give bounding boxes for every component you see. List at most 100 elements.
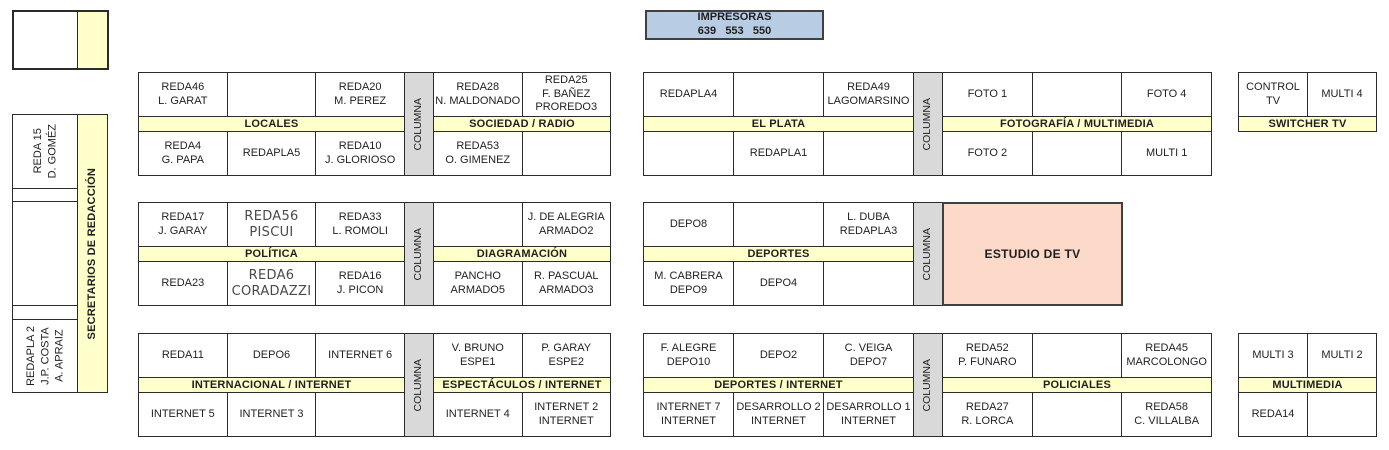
- columna-pillar: COLUMNA: [404, 202, 434, 306]
- printers-title: IMPRESORAS: [697, 11, 772, 24]
- columna-label: COLUMNA: [412, 358, 425, 412]
- desk-cell: CONTROL TV: [1239, 73, 1307, 116]
- desk-cell: DESARROLLO 1 INTERNET: [824, 393, 913, 436]
- desk-cell: DEPO2: [734, 334, 823, 377]
- desk-cell: P. GARAY ESPE2: [522, 334, 610, 377]
- desk-cell: M. CABRERA DEPO9: [644, 262, 733, 305]
- corner-desk-yellow-strip: [77, 12, 107, 68]
- desk-cell: REDA56 PISCUI: [227, 203, 316, 246]
- empty-desk-cell: [1032, 132, 1122, 175]
- desk-cell: REDAPLA 2 J.P. COSTA A. APRAIZ: [13, 320, 77, 392]
- printers-numbers: 639 553 550: [697, 25, 772, 37]
- desk-cell: INTERNET 2 INTERNET: [522, 393, 610, 436]
- desk-cell: DEPO6: [227, 334, 316, 377]
- desk-cell: MULTI 1: [1122, 132, 1211, 175]
- section-locales: REDA46 L. GARAT REDA20 M. PEREZ LOCALES …: [138, 72, 405, 176]
- desk-cell: REDA4 G. PAPA: [139, 132, 227, 175]
- sidebar-empty-desk: [13, 202, 77, 305]
- desk-cell: V. BRUNO ESPE1: [434, 334, 522, 377]
- desk-cell: FOTO 2: [943, 132, 1032, 175]
- columna-pillar: COLUMNA: [913, 333, 943, 437]
- desk-cell: REDA45 MARCOLONGO: [1122, 334, 1211, 377]
- corner-desk-box: [12, 10, 109, 70]
- desk-cell: INTERNET 4: [434, 393, 522, 436]
- desk-cell: C. VEIGA DEPO7: [824, 334, 913, 377]
- section-header-policiales: POLICIALES: [943, 378, 1211, 392]
- desk-cell: REDA20 M. PEREZ: [316, 73, 404, 116]
- tv-studio-area: ESTUDIO DE TV: [942, 202, 1123, 306]
- section-multimedia: MULTI 3 MULTI 2 MULTIMEDIA REDA14: [1238, 333, 1377, 437]
- desk-cell: INTERNET 6: [316, 334, 404, 377]
- section-fotografia-multimedia: FOTO 1 FOTO 4 FOTOGRAFÍA / MULTIMEDIA FO…: [942, 72, 1212, 176]
- desk-cell: MULTI 3: [1239, 334, 1307, 377]
- desk-cell: REDA14: [1239, 393, 1307, 436]
- desk-cell: PANCHO ARMADO5: [434, 262, 522, 305]
- desk-cell: REDA6 CORADAZZI: [227, 262, 316, 305]
- sidebar-spacer-cell: [13, 189, 77, 201]
- secretarios-label: SECRETARIOS DE REDACCIÓN: [86, 167, 99, 340]
- section-header-diagramacion: DIAGRAMACIÓN: [434, 247, 610, 261]
- section-sociedad-radio: REDA28 N. MALDONADO REDA25 F. BAÑEZ PROR…: [433, 72, 611, 176]
- empty-desk-cell: [734, 203, 823, 246]
- desk-cell: REDA17 J. GARAY: [139, 203, 227, 246]
- section-espectaculos-internet: V. BRUNO ESPE1 P. GARAY ESPE2 ESPECTÁCUL…: [433, 333, 611, 437]
- columna-label: COLUMNA: [412, 227, 425, 281]
- desk-cell: REDA25 F. BAÑEZ PROREDO3: [522, 73, 610, 116]
- desk-cell: REDA23: [139, 262, 227, 305]
- secretarios-strip: SECRETARIOS DE REDACCIÓN: [77, 114, 108, 393]
- section-politica: REDA17 J. GARAY REDA56 PISCUI REDA33 L. …: [138, 202, 405, 306]
- columna-pillar: COLUMNA: [913, 72, 943, 176]
- desk-cell: INTERNET 3: [227, 393, 316, 436]
- desk-cell: REDA10 J. GLORIOSO: [316, 132, 404, 175]
- desk-cell: REDA49 LAGOMARSINO: [824, 73, 913, 116]
- desk-cell: REDAPLA1: [734, 132, 823, 175]
- empty-desk-cell: [1308, 393, 1376, 436]
- desk-cell: MULTI 2: [1308, 334, 1376, 377]
- desk-cell: REDA11: [139, 334, 227, 377]
- section-header-switcher-tv: SWITCHER TV: [1239, 117, 1376, 131]
- desk-cell: F. ALEGRE DEPO10: [644, 334, 733, 377]
- desk-cell: FOTO 4: [1122, 73, 1211, 116]
- sidebar-spacer-cell: [13, 306, 77, 319]
- columna-label: COLUMNA: [921, 358, 934, 412]
- desk-cell: INTERNET 7 INTERNET: [644, 393, 733, 436]
- empty-desk-cell: [522, 132, 610, 175]
- desk-cell: INTERNET 5: [139, 393, 227, 436]
- section-header-locales: LOCALES: [139, 117, 404, 131]
- section-el-plata: REDAPLA4 REDA49 LAGOMARSINO EL PLATA RED…: [643, 72, 914, 176]
- desk-cell: DEPO4: [734, 262, 823, 305]
- desk-cell: REDA33 L. ROMOLI: [316, 203, 404, 246]
- section-diagramacion: J. DE ALEGRIA ARMADO2 DIAGRAMACIÓN PANCH…: [433, 202, 611, 306]
- section-header-fotografia-multimedia: FOTOGRAFÍA / MULTIMEDIA: [943, 117, 1211, 131]
- section-header-deportes-internet: DEPORTES / INTERNET: [644, 378, 913, 392]
- columna-pillar: COLUMNA: [404, 333, 434, 437]
- empty-desk-cell: [824, 132, 913, 175]
- desk-cell: DEPO8: [644, 203, 733, 246]
- section-header-multimedia: MULTIMEDIA: [1239, 378, 1376, 392]
- empty-desk-cell: [1032, 334, 1122, 377]
- desk-cell: MULTI 4: [1308, 73, 1376, 116]
- columna-label: COLUMNA: [412, 97, 425, 151]
- desk-cell: REDAPLA4: [644, 73, 733, 116]
- columna-label: COLUMNA: [921, 227, 934, 281]
- desk-cell: REDA53 O. GIMENEZ: [434, 132, 522, 175]
- columna-pillar: COLUMNA: [913, 202, 943, 306]
- section-header-internacional-internet: INTERNACIONAL / INTERNET: [139, 378, 404, 392]
- desk-cell: J. DE ALEGRIA ARMADO2: [522, 203, 610, 246]
- columna-label: COLUMNA: [921, 97, 934, 151]
- section-internacional-internet: REDA11 DEPO6 INTERNET 6 INTERNACIONAL / …: [138, 333, 405, 437]
- empty-desk-cell: [1032, 73, 1122, 116]
- sidebar-desk-column: REDA 15 D. GOMÉZ REDAPLA 2 J.P. COSTA A.…: [12, 114, 78, 393]
- section-deportes: DEPO8 L. DUBA REDAPLA3 DEPORTES M. CABRE…: [643, 202, 914, 306]
- empty-desk-cell: [434, 203, 522, 246]
- desk-cell: REDA46 L. GARAT: [139, 73, 227, 116]
- desk-cell: REDA 15 D. GOMÉZ: [13, 115, 77, 188]
- desk-cell: DESARROLLO 2 INTERNET: [734, 393, 823, 436]
- desk-label: REDA 15 D. GOMÉZ: [31, 124, 58, 179]
- section-switcher-tv: CONTROL TV MULTI 4 SWITCHER TV: [1238, 72, 1377, 132]
- desk-cell: REDA28 N. MALDONADO: [434, 73, 522, 116]
- desk-cell: R. PASCUAL ARMADO3: [522, 262, 610, 305]
- tv-studio-label: ESTUDIO DE TV: [984, 247, 1081, 261]
- section-header-espectaculos-internet: ESPECTÁCULOS / INTERNET: [434, 378, 610, 392]
